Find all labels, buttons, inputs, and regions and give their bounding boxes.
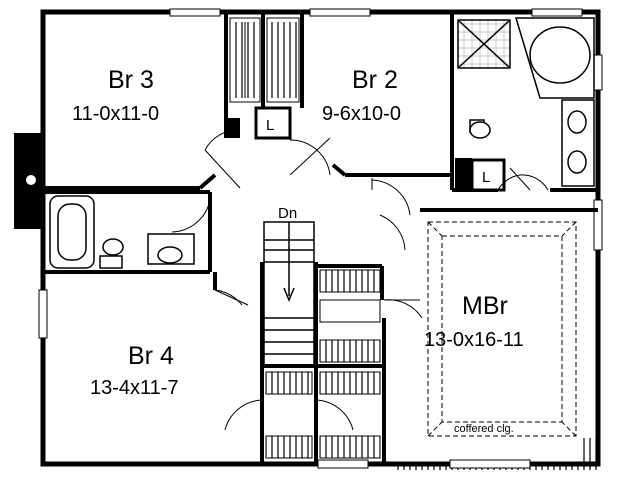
br2-dims: 9-6x10-0	[322, 103, 401, 125]
interior-walls	[45, 14, 598, 464]
master-bath	[457, 17, 595, 187]
stairs-down-label: Dn	[278, 205, 297, 222]
hall-bath	[49, 195, 195, 269]
linen-closet-1: L	[226, 106, 292, 140]
br4-name: Br 4	[128, 342, 174, 370]
linen-label-1: L	[266, 117, 274, 134]
br4-dims: 13-4x11-7	[90, 377, 179, 399]
mbr-dims: 13-0x16-11	[424, 329, 524, 351]
ceiling-note: coffered clg.	[454, 423, 514, 435]
br3-name: Br 3	[108, 66, 154, 94]
linen-closet-2: L	[455, 158, 506, 192]
staircase	[263, 221, 315, 368]
windows	[38, 8, 603, 469]
linen-label-2: L	[482, 169, 490, 186]
door-swings	[171, 129, 549, 431]
coffered-ceiling	[427, 221, 577, 437]
br2-name: Br 2	[352, 66, 398, 94]
closet-rods	[229, 17, 381, 459]
chimney	[14, 133, 45, 229]
exterior-brick	[580, 438, 600, 468]
br3-dims: 11-0x11-0	[72, 103, 159, 125]
mbr-name: MBr	[462, 292, 508, 320]
